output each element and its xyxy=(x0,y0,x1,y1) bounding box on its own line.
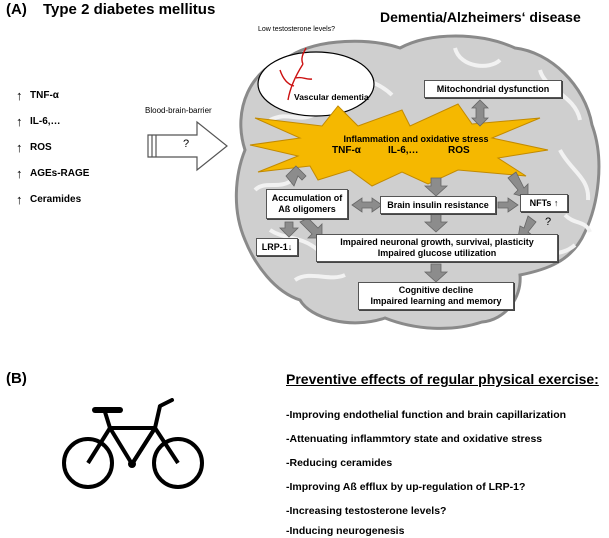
exercise-item: -Improving Aß efflux by up-regulation of… xyxy=(286,481,526,493)
exercise-title: Preventive effects of regular physical e… xyxy=(286,371,599,387)
vascular-dementia-label: Vascular dementia xyxy=(294,92,369,102)
arrow-insulin-nfts xyxy=(497,197,519,213)
left-title: Type 2 diabetes mellitus xyxy=(43,1,216,18)
bbb-label: Blood-brain-barrier xyxy=(145,106,212,115)
arrow-abeta-lrp xyxy=(279,221,299,238)
arrow-star-insulin xyxy=(423,177,449,197)
up-arrow-icon: ↑ xyxy=(16,88,23,103)
exercise-item: -Improving endothelial function and brai… xyxy=(286,409,567,421)
insulin-resistance-box: Brain insulin resistance xyxy=(380,196,496,214)
up-arrow-icon: ↑ xyxy=(16,114,23,129)
risk-ceramides: ↑Ceramides xyxy=(16,192,82,207)
cognitive-line2: Impaired learning and memory xyxy=(370,296,502,306)
risk-ros: ↑ROS xyxy=(16,140,52,155)
cognitive-box: Cognitive decline Impaired learning and … xyxy=(358,282,514,310)
lrp1-box: LRP-1↓ xyxy=(256,238,298,256)
inflammation-item-tnf: TNF-α xyxy=(332,145,361,156)
cognitive-line1: Cognitive decline xyxy=(398,285,474,295)
bicycle-icon xyxy=(62,398,204,489)
blood-vessel-icon xyxy=(279,47,313,101)
mitochondrial-box: Mitochondrial dysfunction xyxy=(424,80,562,98)
arrow-insulin-neuronal xyxy=(423,213,449,233)
abeta-box: Accumulation of Aß oligomers xyxy=(266,189,348,219)
arrow-abeta-neuronal xyxy=(299,217,323,239)
flow-arrows xyxy=(279,99,537,283)
inflammation-item-ros: ROS xyxy=(448,145,470,156)
right-title: Dementia/Alzheimers‘ disease xyxy=(380,9,581,25)
neuronal-line2: Impaired glucose utilization xyxy=(377,248,497,258)
neuronal-box: Impaired neuronal growth, survival, plas… xyxy=(316,234,558,262)
inflammation-star xyxy=(249,103,549,187)
up-arrow-icon: ↑ xyxy=(16,166,23,181)
double-arrow-mito xyxy=(471,99,489,127)
panel-a-label: (A) xyxy=(6,1,27,18)
panel-b-label: (B) xyxy=(6,370,27,387)
exercise-item: -Attenuating inflammtory state and oxida… xyxy=(286,433,543,445)
low-testosterone-label: Low testosterone levels? xyxy=(258,26,336,33)
arrow-neuronal-cognitive xyxy=(423,263,449,283)
exercise-item: -Inducing neurogenesis xyxy=(286,525,405,537)
bbb-arrow xyxy=(147,120,228,172)
arrow-star-nfts xyxy=(507,171,529,199)
exercise-item: -Reducing ceramides xyxy=(286,457,393,469)
risk-ages: ↑AGEs-RAGE xyxy=(16,166,90,181)
nfts-box: NFTs ↑ xyxy=(520,194,568,212)
arrow-star-abeta xyxy=(285,165,307,187)
risk-tnf: ↑TNF-α xyxy=(16,88,59,103)
inflammation-title: Inflammation and oxidative stress xyxy=(343,134,489,144)
neuronal-line1: Impaired neuronal growth, survival, plas… xyxy=(340,237,534,247)
bbb-question: ? xyxy=(183,138,190,150)
up-arrow-icon: ↑ xyxy=(16,192,23,207)
exercise-item: -Increasing testosterone levels? xyxy=(286,505,447,517)
nfts-question: ? xyxy=(545,216,552,228)
inflammation-item-il6: IL-6,… xyxy=(388,145,419,156)
up-arrow-icon: ↑ xyxy=(16,140,23,155)
vascular-dementia-oval xyxy=(257,47,375,117)
risk-il6: ↑IL-6,… xyxy=(16,114,61,129)
